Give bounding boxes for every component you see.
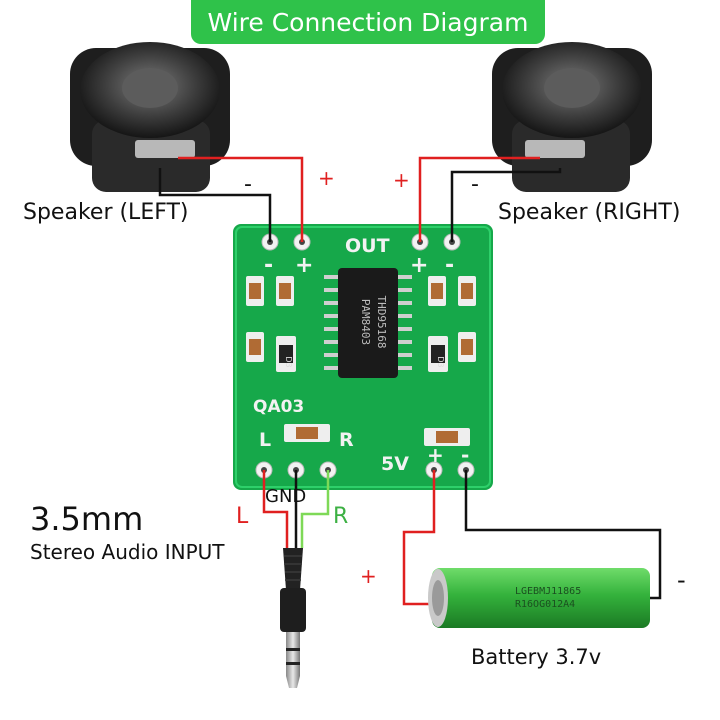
board-l-label: L <box>259 429 271 451</box>
title-banner: Wire Connection Diagram <box>191 0 545 44</box>
battery-print-2: R16OG012A4 <box>515 599 575 610</box>
battery-minus: - <box>677 566 686 594</box>
speaker-right-label: Speaker (RIGHT) <box>498 200 681 225</box>
right-speaker-minus: - <box>471 172 479 197</box>
input-gnd-label: GND <box>265 486 307 507</box>
board-minus-right: - <box>445 253 454 278</box>
input-r-label: R <box>333 504 349 529</box>
left-speaker-plus: + <box>318 166 335 190</box>
board-r-label: R <box>339 429 354 451</box>
board-plus-right: + <box>410 253 428 278</box>
speaker-left <box>70 42 230 192</box>
board-out-label: OUT <box>345 235 390 257</box>
chip-marking-1: PAM8403 <box>359 299 372 345</box>
page-title: Wire Connection Diagram <box>207 7 529 37</box>
diode-mark-left: D3 <box>284 356 293 367</box>
logo-sub: STORE <box>70 684 108 695</box>
board-plus-power: + <box>427 443 444 467</box>
battery-label: Battery 3.7v <box>471 645 602 669</box>
diode-mark-right: D3 <box>436 356 445 367</box>
battery: LGEBMJ11865 R16OG012A4 <box>428 568 650 628</box>
left-speaker-minus: - <box>244 172 252 197</box>
right-speaker-plus: + <box>393 168 410 192</box>
chip-marking-2: THD95168 <box>375 296 388 349</box>
wires <box>158 156 662 606</box>
audio-jack <box>280 548 306 688</box>
amplifier-board: PAM8403 THD95168 D3 D3 OUT QA03 L R 5V +… <box>233 224 493 490</box>
amplifier-chip <box>338 268 398 378</box>
input-desc-label: Stereo Audio INPUT <box>30 540 225 564</box>
battery-print-1: LGEBMJ11865 <box>515 586 581 597</box>
board-minus-power: - <box>461 443 469 467</box>
logo-word: WONDER <box>10 660 94 680</box>
input-l-label: L <box>236 504 249 529</box>
speaker-right <box>492 42 652 192</box>
board-code: QA03 <box>253 397 304 417</box>
battery-plus: + <box>360 564 377 588</box>
wonder-logo-icon <box>27 603 125 672</box>
speaker-left-label: Speaker (LEFT) <box>23 200 189 225</box>
board-minus-left: - <box>264 253 273 278</box>
board-5v-label: 5V <box>381 453 409 475</box>
input-size-label: 3.5mm <box>30 500 144 538</box>
board-plus-left: + <box>295 253 313 278</box>
